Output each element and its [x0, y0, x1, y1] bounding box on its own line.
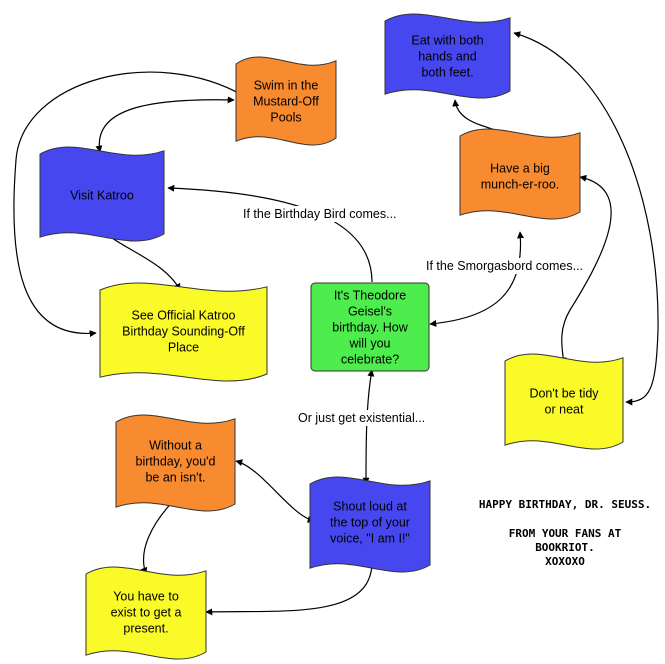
node-swim-line: Swim in the	[254, 79, 319, 93]
edge-center-munch	[429, 231, 525, 327]
node-shout-line: the top of your	[330, 516, 410, 530]
node-isnt-shape	[115, 414, 236, 512]
edge-sounding-swim	[13, 71, 245, 338]
edge-eat-tidy	[513, 31, 659, 406]
node-center-line: It's Theodore	[334, 289, 406, 303]
node-isnt-line: birthday, you'd	[136, 455, 216, 469]
node-shout-line: voice, "I am I!"	[330, 532, 410, 546]
node-shout-line: Shout loud at	[333, 500, 407, 514]
node-munch: Have a big munch-er-roo.	[459, 128, 581, 220]
node-swim-line: Mustard-Off	[253, 95, 319, 109]
node-sounding-shape	[99, 282, 268, 382]
node-center-line: will you	[349, 337, 391, 351]
message-line-1: HAPPY BIRTHDAY, DR. SEUSS.	[479, 498, 651, 511]
edge-exist-shout	[205, 559, 376, 616]
message-line-3: BOOKRIOT.	[535, 541, 595, 554]
node-munch-shape	[459, 128, 581, 220]
node-isnt-line: be an isn't.	[145, 471, 205, 485]
node-isnt: Without a birthday, you'd be an isn't.	[115, 414, 236, 512]
edge-swim-katroo	[95, 96, 235, 153]
connectors	[13, 31, 659, 616]
node-tidy-line: Don't be tidy	[529, 387, 599, 401]
node-eat-line: Eat with both	[411, 34, 483, 48]
edge-label-background	[296, 410, 428, 426]
node-exist-line: exist to get a	[111, 606, 182, 620]
node-tidy: Don't be tidy or neat	[504, 353, 624, 450]
node-center-line: Geisel's	[348, 305, 392, 319]
node-eat: Eat with both hands and both feet.	[384, 13, 511, 99]
edge-isnt-exist	[140, 497, 177, 575]
node-eat-shape	[384, 13, 511, 99]
node-munch-line: munch-er-roo.	[481, 178, 560, 192]
birthday-message: HAPPY BIRTHDAY, DR. SEUSS. FROM YOUR FAN…	[479, 498, 651, 568]
node-exist-shape	[85, 566, 207, 660]
edge-label-smorgasbord: If the Smorgasbord comes...	[426, 259, 583, 273]
edge-center-katroo	[167, 184, 373, 283]
edge-center-shout	[362, 369, 375, 485]
node-center-line: birthday. How	[332, 321, 408, 335]
edge-label-birthday-bird: If the Birthday Bird comes...	[243, 207, 397, 221]
node-sounding-line: See Official Katroo	[132, 309, 236, 323]
node-swim-line: Pools	[270, 111, 301, 125]
edge-label-background	[241, 206, 399, 222]
node-center-shape	[310, 282, 430, 372]
node-swim-shape	[235, 56, 337, 146]
node-exist-line: You have to	[113, 590, 179, 604]
node-eat-line: both feet.	[421, 66, 473, 80]
edge-labels: If the Birthday Bird comes... If the Smo…	[241, 206, 586, 426]
edge-label-background	[424, 258, 586, 274]
node-exist: You have to exist to get a present.	[85, 566, 207, 660]
node-katroo-line: Visit Katroo	[70, 189, 134, 203]
node-exist-line: present.	[123, 622, 168, 636]
node-center-line: celebrate?	[341, 353, 399, 367]
node-sounding-line: Place	[168, 341, 199, 355]
node-tidy-shape	[504, 353, 624, 450]
node-katroo-shape	[39, 146, 165, 242]
message-line-2: FROM YOUR FANS AT	[509, 527, 622, 540]
edge-label-existential: Or just get existential...	[298, 411, 425, 425]
node-shout-shape	[309, 476, 431, 573]
node-sounding-line: Birthday Sounding-Off	[122, 325, 245, 339]
node-isnt-line: Without a	[149, 439, 202, 453]
node-eat-line: hands and	[418, 50, 476, 64]
message-line-4: XOXOXO	[545, 555, 585, 568]
node-katroo: Visit Katroo	[39, 146, 165, 242]
node-munch-line: Have a big	[490, 162, 550, 176]
node-tidy-line: or neat	[545, 403, 584, 417]
node-shout: Shout loud at the top of your voice, "I am…	[309, 476, 431, 573]
edge-isnt-shout	[235, 459, 315, 523]
